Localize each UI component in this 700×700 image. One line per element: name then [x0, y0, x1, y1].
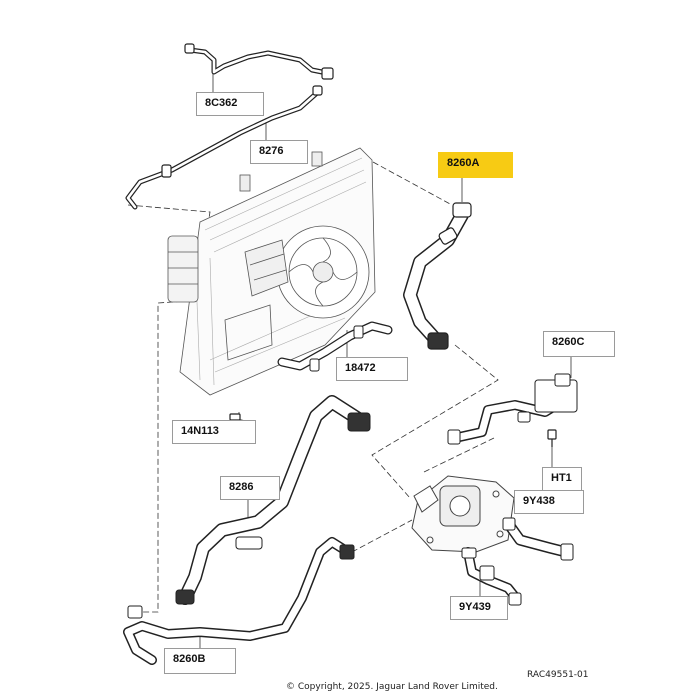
pipe-18472: [277, 321, 393, 372]
radiator-assembly: [167, 147, 376, 396]
leader-lines: [199, 72, 572, 648]
callout-8276[interactable]: 8276: [250, 140, 308, 164]
hose-8286: [175, 395, 371, 605]
bolt-ht1: [547, 429, 557, 447]
callout-8260b[interactable]: 8260B: [164, 648, 236, 674]
callout-18472[interactable]: 18472: [336, 357, 408, 381]
copyright-text: © Copyright, 2025. Jaguar Land Rover Lim…: [286, 682, 498, 692]
pipe-8260c: [447, 373, 578, 445]
callout-9y438[interactable]: 9Y438: [514, 490, 584, 514]
pipe-9y439: [461, 547, 522, 606]
callout-14n113[interactable]: 14N113: [172, 420, 256, 444]
callout-8260a[interactable]: 8260A: [438, 152, 513, 178]
callout-8286[interactable]: 8286: [220, 476, 280, 500]
hose-8260a: [403, 202, 472, 350]
diagram-reference: RAC49551-01: [527, 670, 589, 680]
thermostat-housing: [411, 475, 515, 553]
breather-pipe-8276: [125, 85, 323, 210]
breather-pipe-8c362: [184, 43, 334, 80]
callout-8260c[interactable]: 8260C: [543, 331, 615, 357]
pipe-9y438: [502, 517, 574, 561]
callout-ht1[interactable]: HT1: [542, 467, 582, 491]
callout-8c362[interactable]: 8C362: [196, 92, 264, 116]
hose-8260b: [123, 537, 355, 665]
callout-9y439[interactable]: 9Y439: [450, 596, 508, 620]
